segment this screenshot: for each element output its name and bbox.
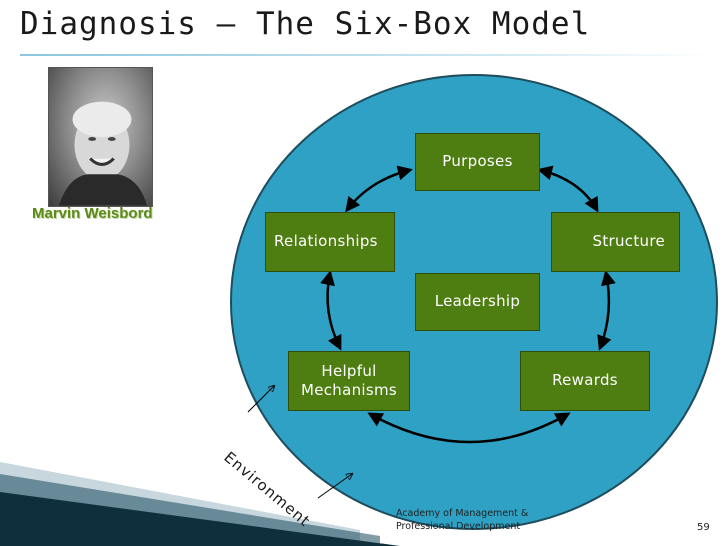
- arrow-relationships-helpful: [320, 270, 342, 351]
- footer-credit: Academy of Management & Professional Dev…: [396, 508, 528, 534]
- arrow-structure-rewards: [597, 270, 616, 351]
- portrait-image: [58, 101, 148, 206]
- footer-credit-line1: Academy of Management &: [396, 508, 529, 519]
- title-underline: [20, 54, 710, 56]
- box-helpful-label-line2: Mechanisms: [300, 381, 398, 399]
- person-name: Marvin Weisbord: [32, 205, 153, 222]
- footer-credit-line2: Professional Development: [396, 520, 521, 532]
- arrow-purposes-relationships: [345, 165, 413, 213]
- box-rewards-label: Rewards: [552, 371, 618, 390]
- box-rewards: Rewards: [520, 351, 650, 411]
- box-purposes: Purposes: [415, 133, 540, 191]
- box-structure: Structure: [551, 212, 680, 272]
- box-purposes-label: Purposes: [442, 152, 513, 171]
- slide-title: Diagnosis – The Six-Box Model: [20, 6, 591, 42]
- environment-pointer-top: [247, 386, 274, 413]
- box-structure-label: Structure: [592, 232, 665, 251]
- box-relationships: Relationships: [265, 212, 395, 272]
- box-helpful-label-line1: Helpful: [321, 361, 377, 380]
- page-number: 59: [697, 522, 710, 533]
- box-leadership-label: Leadership: [434, 292, 521, 311]
- box-helpful-mechanisms: Helpful Mechanisms: [288, 351, 410, 411]
- box-leadership: Leadership: [415, 273, 540, 331]
- arrow-helpful-rewards: [367, 412, 571, 444]
- portrait-photo: [48, 67, 153, 207]
- arrow-purposes-structure: [537, 165, 599, 213]
- box-relationships-label: Relationships: [274, 232, 378, 251]
- environment-pointer-bottom: [317, 474, 352, 499]
